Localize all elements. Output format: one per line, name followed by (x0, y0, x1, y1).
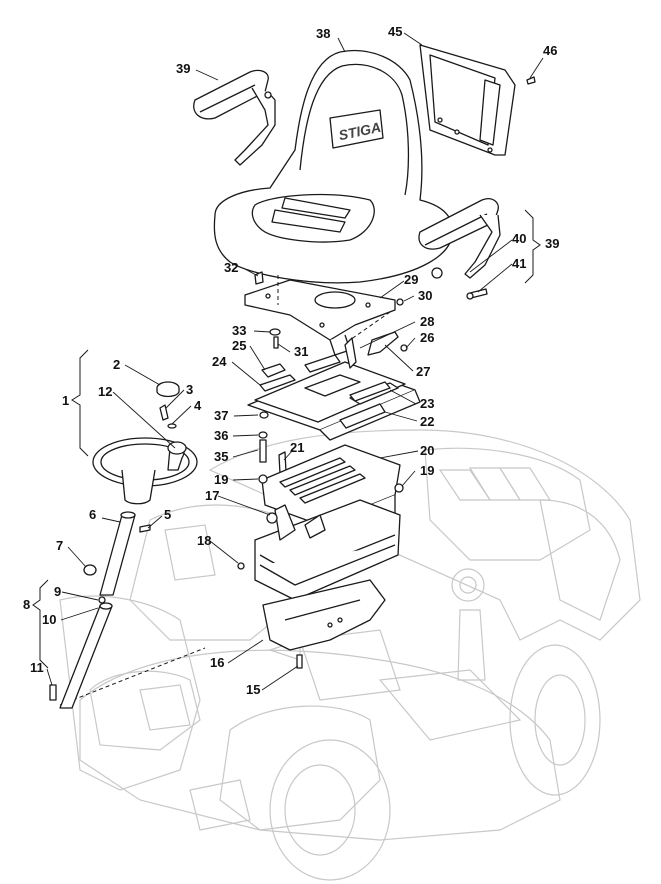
label-4: 4 (194, 398, 202, 413)
label-1: 1 (62, 393, 69, 408)
label-10: 10 (42, 612, 56, 627)
label-30: 30 (418, 288, 432, 303)
seat-back-plate (419, 44, 516, 156)
label-21: 21 (290, 440, 304, 455)
label-41: 41 (512, 256, 526, 271)
armrest-right (418, 198, 501, 300)
label-32: 32 (224, 260, 238, 275)
label-46: 46 (543, 43, 557, 58)
label-7: 7 (56, 538, 63, 553)
suspension-cushion (237, 499, 401, 601)
brace-1 (71, 349, 89, 457)
armrest-left (193, 69, 276, 166)
steering-column (49, 511, 151, 709)
label-16: 16 (210, 655, 224, 670)
label-23: 23 (420, 396, 434, 411)
label-40: 40 (512, 231, 526, 246)
seat-mounting-plate (244, 279, 396, 356)
leader-lines (46, 32, 544, 691)
label-19-left: 19 (214, 472, 228, 487)
label-2: 2 (113, 357, 120, 372)
slide-plates (247, 361, 421, 441)
label-45: 45 (388, 24, 402, 39)
part-labels: 38 45 46 39 40 39 41 32 29 30 33 31 25 2… (23, 24, 559, 697)
pin (526, 76, 536, 85)
label-11: 11 (30, 660, 44, 675)
dashed-link (349, 311, 391, 341)
label-28: 28 (420, 314, 434, 329)
label-39-top: 39 (176, 61, 190, 76)
label-12: 12 (98, 384, 112, 399)
brace-8 (32, 579, 49, 669)
label-8: 8 (23, 597, 30, 612)
label-25: 25 (232, 338, 246, 353)
label-19-right: 19 (420, 463, 434, 478)
seat-bracket (262, 579, 386, 669)
label-39-right: 39 (545, 236, 559, 251)
label-27: 27 (416, 364, 430, 379)
label-5: 5 (164, 507, 171, 522)
seat: STIGA (213, 50, 453, 284)
label-36: 36 (214, 428, 228, 443)
steering-wheel (92, 437, 198, 505)
label-29: 29 (404, 272, 418, 287)
dashed-link (59, 647, 206, 706)
label-15: 15 (246, 682, 260, 697)
label-31: 31 (294, 344, 308, 359)
steering-cap (156, 381, 180, 429)
label-6: 6 (89, 507, 96, 522)
label-9: 9 (54, 584, 61, 599)
label-24: 24 (212, 354, 227, 369)
tractor-ghost-outline (59, 429, 641, 881)
label-37: 37 (214, 408, 228, 423)
label-33: 33 (232, 323, 246, 338)
label-17: 17 (205, 488, 219, 503)
label-20: 20 (420, 443, 434, 458)
label-38: 38 (316, 26, 330, 41)
label-22: 22 (420, 414, 434, 429)
fasteners (254, 271, 404, 475)
seat-rails (259, 354, 391, 402)
label-18: 18 (197, 533, 211, 548)
label-35: 35 (214, 449, 228, 464)
brace-39 (524, 209, 541, 284)
label-26: 26 (420, 330, 434, 345)
label-3: 3 (186, 382, 193, 397)
